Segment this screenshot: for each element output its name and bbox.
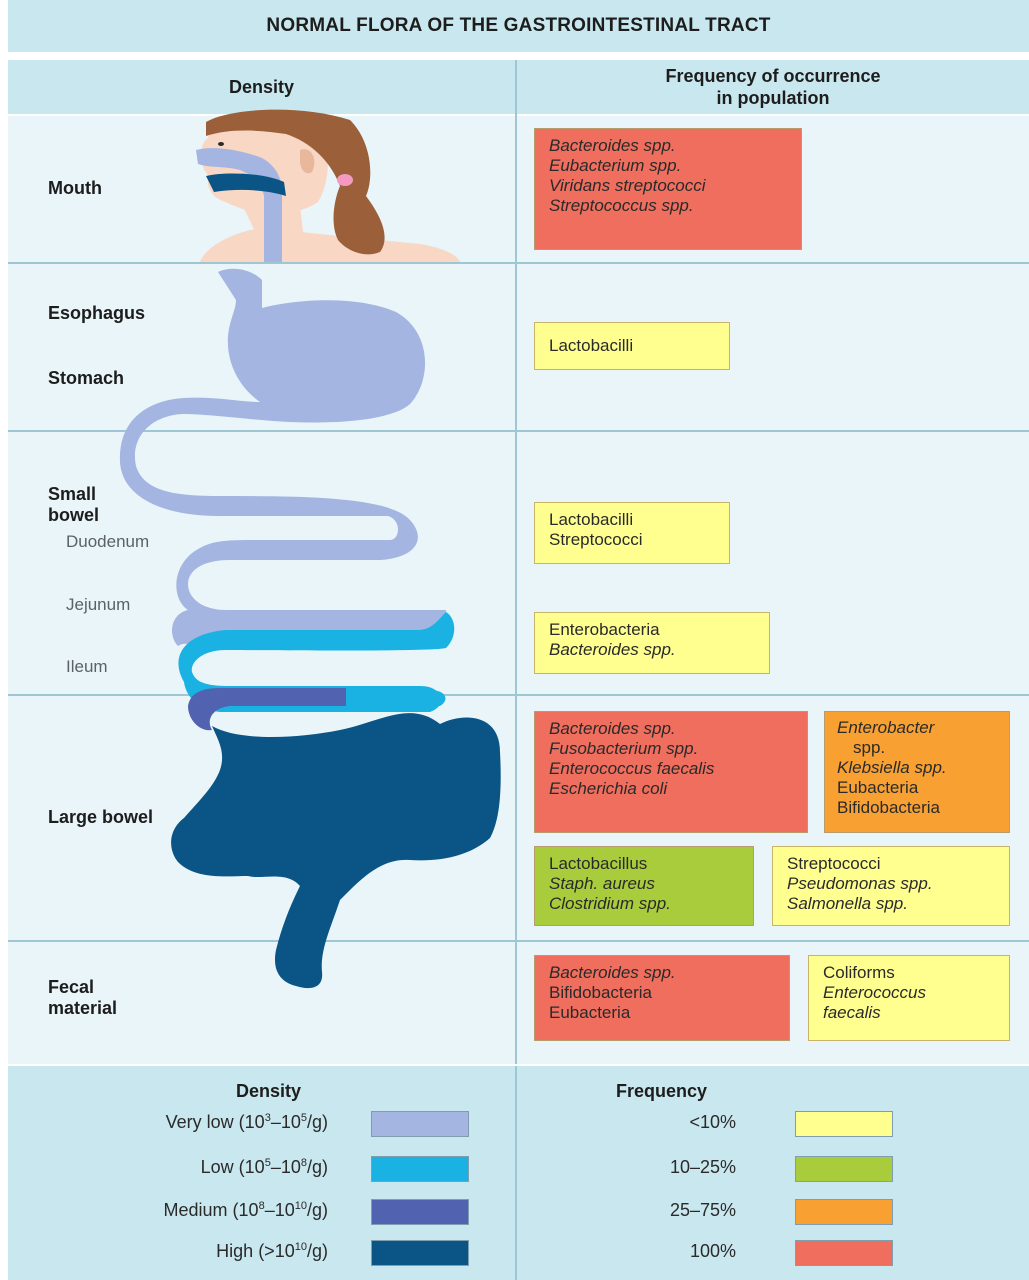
label-part: /g) [307, 1157, 328, 1177]
label-jejunum: Jejunum [66, 595, 130, 615]
legend-density-label: Low (105–108/g) [201, 1157, 328, 1178]
organism: Enterobacteria [549, 620, 755, 640]
organism: Lactobacillus [549, 854, 739, 874]
legend-density-swatch [371, 1111, 469, 1137]
exponent: 10 [295, 1200, 307, 1212]
eye [218, 142, 224, 146]
flora-box-duodenum: Lactobacilli Streptococci [534, 502, 730, 564]
organism: Eubacteria [837, 778, 997, 798]
flora-box-large-bowel-25-75: Enterobacter spp. Klebsiella spp. Eubact… [824, 711, 1010, 833]
organism: Bacteroides spp. [549, 136, 787, 156]
jejunum-segment [346, 690, 445, 706]
flora-box-ileum: Enterobacteria Bacteroides spp. [534, 612, 770, 674]
organism: faecalis [823, 1003, 995, 1023]
label-ileum: Ileum [66, 657, 108, 677]
label-small-bowel-line1: Small [48, 484, 96, 505]
label-stomach: Stomach [48, 368, 124, 389]
legend-density-swatch [371, 1240, 469, 1266]
legend-divider [515, 1066, 517, 1280]
organism: Streptococcus spp. [549, 196, 787, 216]
legend-frequency-label: 100% [690, 1241, 736, 1262]
legend-frequency-title: Frequency [616, 1081, 707, 1102]
organism: Clostridium spp. [549, 894, 739, 914]
organism: Salmonella spp. [787, 894, 995, 914]
label-esophagus: Esophagus [48, 303, 145, 324]
label-fecal-line2: material [48, 998, 117, 1019]
shoulders [200, 228, 460, 262]
organism: Klebsiella spp. [837, 758, 997, 778]
organism: Lactobacilli [549, 510, 715, 530]
legend-density-swatch [371, 1156, 469, 1182]
large-bowel [171, 713, 501, 988]
organism: Lactobacilli [549, 336, 715, 356]
organism: Fusobacterium spp. [549, 739, 793, 759]
legend-frequency-label: 10–25% [670, 1157, 736, 1178]
legend-density-label: Medium (108–1010/g) [164, 1200, 328, 1221]
legend-density-label: High (>1010/g) [216, 1241, 328, 1262]
frequency-header-line1: Frequency of occurrence [665, 65, 880, 87]
organism: Bifidobacteria [549, 983, 775, 1003]
label-part: –10 [271, 1112, 301, 1132]
flora-box-fecal-100: Bacteroides spp. Bifidobacteria Eubacter… [534, 955, 790, 1041]
flora-box-large-bowel-10-25: Lactobacillus Staph. aureus Clostridium … [534, 846, 754, 926]
organism: Enterococcus [823, 983, 995, 1003]
organism: Eubacterium spp. [549, 156, 787, 176]
hair-tie [337, 174, 353, 186]
legend-frequency-swatch [795, 1156, 893, 1182]
legend-density-swatch [371, 1199, 469, 1225]
label-duodenum: Duodenum [66, 532, 149, 552]
column-divider [515, 60, 517, 1064]
flora-box-large-bowel-under-10: Streptococci Pseudomonas spp. Salmonella… [772, 846, 1010, 926]
organism: Staph. aureus [549, 874, 739, 894]
label-part: Low (10 [201, 1157, 265, 1177]
head-illustration [196, 110, 460, 262]
flora-box-large-bowel-100: Bacteroides spp. Fusobacterium spp. Ente… [534, 711, 808, 833]
flora-box-stomach: Lactobacilli [534, 322, 730, 370]
frequency-header-line2: in population [717, 87, 830, 109]
label-part: –10 [265, 1200, 295, 1220]
organism: Pseudomonas spp. [787, 874, 995, 894]
flora-box-fecal-under-10: Coliforms Enterococcus faecalis [808, 955, 1010, 1041]
organism: Viridans streptococci [549, 176, 787, 196]
organism: Coliforms [823, 963, 995, 983]
organism: Bacteroides spp. [549, 719, 793, 739]
organism: Streptococci [787, 854, 995, 874]
frequency-header: Frequency of occurrence in population [517, 60, 1029, 114]
legend-frequency-label: <10% [689, 1112, 736, 1133]
label-part: Very low (10 [166, 1112, 265, 1132]
flora-box-mouth: Bacteroides spp. Eubacterium spp. Virida… [534, 128, 802, 250]
organism: spp. [837, 738, 997, 758]
legend-density-label: Very low (103–105/g) [166, 1112, 328, 1133]
legend-frequency-label: 25–75% [670, 1200, 736, 1221]
legend-frequency-swatch [795, 1240, 893, 1266]
organism: Enterobacter [837, 718, 997, 738]
label-part: /g) [307, 1200, 328, 1220]
label-part: –10 [271, 1157, 301, 1177]
legend-density-title: Density [236, 1081, 301, 1102]
legend-frequency-swatch [795, 1111, 893, 1137]
exponent: 10 [295, 1241, 307, 1253]
label-large-bowel: Large bowel [48, 807, 153, 828]
label-part: Medium (10 [164, 1200, 259, 1220]
label-part: /g) [307, 1241, 328, 1261]
organism: Eubacteria [549, 1003, 775, 1023]
label-small-bowel-line2: bowel [48, 505, 99, 526]
organism: Bacteroides spp. [549, 963, 775, 983]
label-mouth: Mouth [48, 178, 102, 199]
label-part: High (>10 [216, 1241, 295, 1261]
organism: Enterococcus faecalis [549, 759, 793, 779]
organism-text: Klebsiella spp. [837, 758, 947, 777]
legend-frequency-swatch [795, 1199, 893, 1225]
label-fecal-line1: Fecal [48, 977, 94, 998]
label-part: /g) [307, 1112, 328, 1132]
upper-gi [120, 269, 446, 648]
organism: Bifidobacteria [837, 798, 997, 818]
organism: Bacteroides spp. [549, 640, 755, 660]
organism: Escherichia coli [549, 779, 793, 799]
organism: Streptococci [549, 530, 715, 550]
